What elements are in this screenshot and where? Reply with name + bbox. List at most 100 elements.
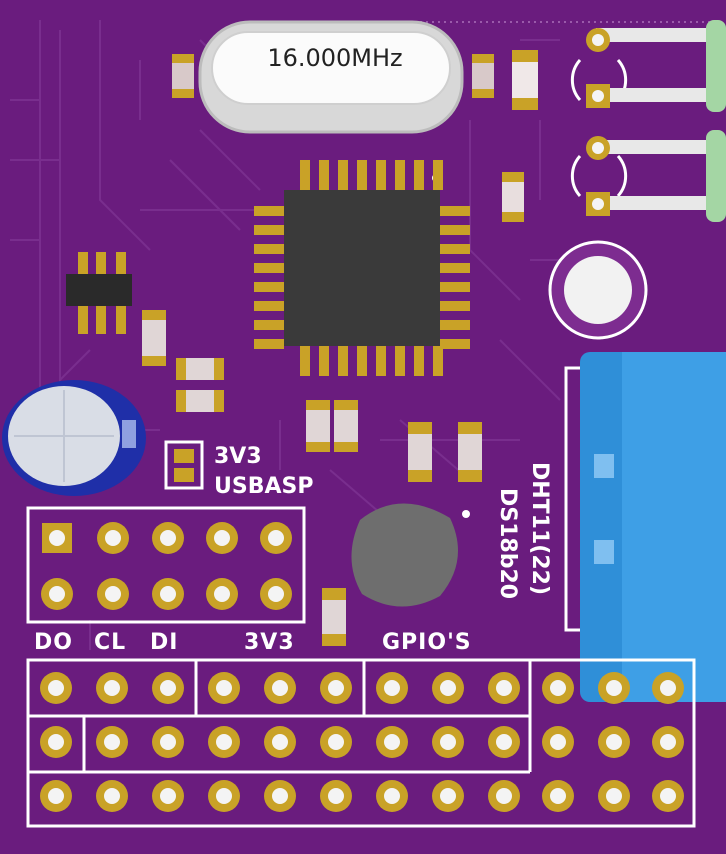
jumper-pads xyxy=(164,440,204,490)
mcu-lead xyxy=(319,346,329,376)
smd-capacitor xyxy=(142,310,166,366)
header-pin xyxy=(432,780,464,812)
mcu-lead xyxy=(440,320,470,330)
header-pin xyxy=(152,780,184,812)
header-pin xyxy=(96,726,128,758)
smd-capacitor xyxy=(322,588,346,646)
mcu-lead xyxy=(254,206,284,216)
electrolytic-capacitor xyxy=(2,380,146,496)
header-pin xyxy=(206,578,238,610)
mcu-lead xyxy=(254,244,284,254)
header-pin xyxy=(432,726,464,758)
header-pin xyxy=(152,726,184,758)
header-pins xyxy=(40,522,684,812)
mcu-lead xyxy=(254,301,284,311)
crystal-label: 16.000MHz xyxy=(267,44,403,72)
mcu-lead xyxy=(440,206,470,216)
dht-sensor xyxy=(564,352,726,702)
header-pin xyxy=(320,672,352,704)
label-di: DI xyxy=(150,630,179,655)
header-pin xyxy=(40,780,72,812)
mcu-lead xyxy=(440,301,470,311)
header-pin xyxy=(152,522,184,554)
mcu-lead xyxy=(357,160,367,190)
label-ds18b20: DS18b20 xyxy=(495,488,520,600)
header-pin xyxy=(40,672,72,704)
header-pin xyxy=(264,726,296,758)
header-pin xyxy=(97,578,129,610)
mcu-lead xyxy=(395,346,405,376)
label-cl: CL xyxy=(94,630,127,655)
mcu-lead xyxy=(254,263,284,273)
smd-resistor xyxy=(472,54,494,98)
jumper-label-usbasp: USBASP xyxy=(214,474,314,499)
header-pin xyxy=(152,578,184,610)
header-pin xyxy=(206,522,238,554)
smd-resistor xyxy=(502,172,524,222)
header-pin xyxy=(376,726,408,758)
header-pin xyxy=(376,672,408,704)
mcu-lead xyxy=(440,244,470,254)
header-pin xyxy=(598,726,630,758)
header-pin xyxy=(260,578,292,610)
smd-capacitor xyxy=(306,400,358,452)
header-pin xyxy=(208,672,240,704)
isp-header-outline xyxy=(26,506,306,624)
smd-resistor xyxy=(176,358,224,412)
header-pin xyxy=(208,726,240,758)
mcu-lead xyxy=(357,346,367,376)
led-pair xyxy=(570,20,726,112)
mcu-lead xyxy=(440,282,470,292)
header-pin xyxy=(264,672,296,704)
header-pin xyxy=(264,780,296,812)
led-pair xyxy=(570,130,726,222)
header-pin xyxy=(96,672,128,704)
header-pin xyxy=(42,523,72,553)
mcu-lead xyxy=(440,339,470,349)
header-pin xyxy=(376,780,408,812)
mcu-lead xyxy=(254,225,284,235)
header-pin xyxy=(488,780,520,812)
header-pin xyxy=(652,780,684,812)
jumper-label-3v3: 3V3 xyxy=(214,444,262,469)
smd-capacitor xyxy=(408,422,482,482)
header-pin xyxy=(542,672,574,704)
mcu-lead xyxy=(254,320,284,330)
header-pin xyxy=(96,780,128,812)
mcu-lead xyxy=(338,346,348,376)
header-pin xyxy=(41,578,73,610)
smd-led xyxy=(512,50,538,110)
mcu-lead xyxy=(414,346,424,376)
mcu-lead xyxy=(433,346,443,376)
label-do: DO xyxy=(34,630,73,655)
mcu-lead xyxy=(376,160,386,190)
mcu-lead xyxy=(300,160,310,190)
header-pin xyxy=(320,780,352,812)
microcontroller-chip xyxy=(254,160,470,376)
mcu-lead xyxy=(414,160,424,190)
header-pin xyxy=(152,672,184,704)
mounting-hole xyxy=(548,240,648,340)
mcu-lead xyxy=(433,160,443,190)
voltage-regulator xyxy=(66,252,132,334)
header-pin xyxy=(260,522,292,554)
header-pin xyxy=(40,726,72,758)
header-pin xyxy=(652,726,684,758)
gpio-header-outline xyxy=(26,658,696,828)
header-pin xyxy=(488,672,520,704)
header-pin xyxy=(208,780,240,812)
label-gpios: GPIO'S xyxy=(382,630,472,655)
header-pin xyxy=(488,726,520,758)
mcu-lead xyxy=(376,346,386,376)
mcu-lead xyxy=(254,339,284,349)
header-pin xyxy=(542,726,574,758)
label-3v3: 3V3 xyxy=(244,630,295,655)
header-pin xyxy=(598,780,630,812)
header-pin xyxy=(97,522,129,554)
mcu-lead xyxy=(254,282,284,292)
header-pin xyxy=(542,780,574,812)
mcu-lead xyxy=(440,225,470,235)
mcu-lead xyxy=(300,346,310,376)
header-pin xyxy=(320,726,352,758)
